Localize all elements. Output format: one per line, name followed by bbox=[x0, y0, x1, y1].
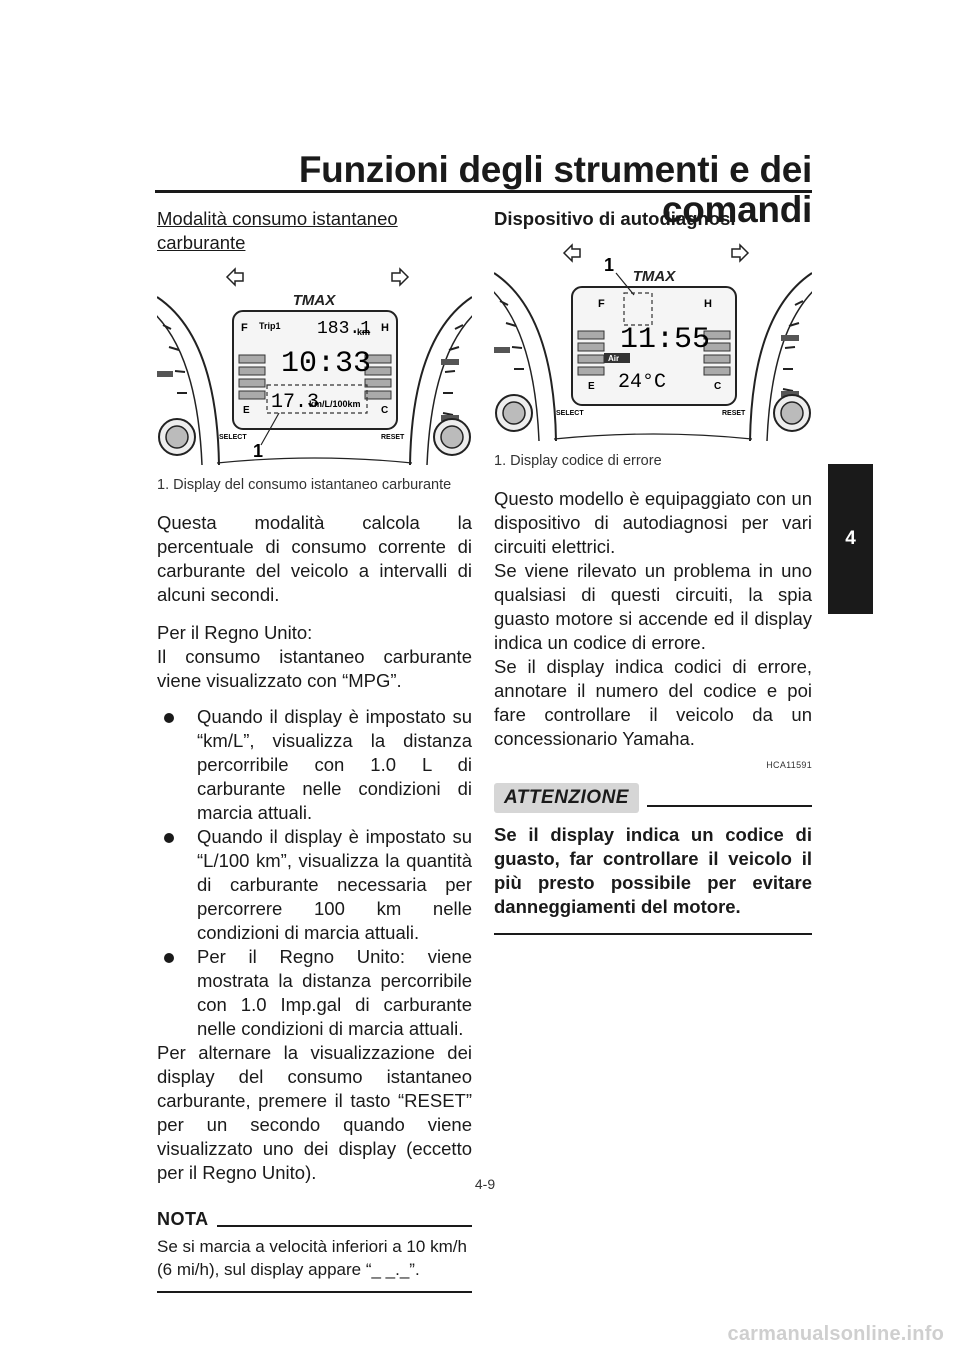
svg-text:183.1: 183.1 bbox=[317, 319, 371, 339]
svg-text:TMAX: TMAX bbox=[633, 268, 676, 285]
bullet-icon bbox=[164, 953, 174, 963]
paragraph-uk: Il consumo istantaneo carburante viene v… bbox=[157, 646, 472, 691]
svg-text:17.3: 17.3 bbox=[271, 391, 319, 414]
paragraph-uk-label: Per il Regno Unito: bbox=[157, 622, 313, 643]
attention-header: ATTENZIONE bbox=[494, 783, 812, 813]
svg-text:H: H bbox=[704, 298, 712, 310]
figure-caption: 1. Display del consumo istantaneo carbur… bbox=[157, 477, 452, 493]
watermark: carmanualsonline.info bbox=[727, 1323, 944, 1345]
note-rule bbox=[216, 1225, 472, 1227]
right-column: Dispositivo di autodiagnosi bbox=[494, 207, 812, 935]
svg-text:F: F bbox=[598, 298, 605, 310]
svg-text:km: km bbox=[357, 327, 370, 337]
figure-error-code-display: TMAX F H E C 11:55 Air 24°C SELECT RESET… bbox=[494, 243, 812, 441]
svg-text:10:33: 10:33 bbox=[281, 347, 371, 381]
svg-text:1: 1 bbox=[253, 441, 263, 461]
page-number: 4-9 bbox=[474, 1176, 496, 1192]
svg-text:km/L/100km: km/L/100km bbox=[309, 399, 361, 409]
reference-code: HCA11591 bbox=[766, 760, 812, 770]
svg-text:SELECT: SELECT bbox=[556, 410, 584, 417]
list-item: Quando il display è impostato su “L/100 … bbox=[157, 825, 472, 945]
svg-text:Trip1: Trip1 bbox=[259, 321, 281, 331]
svg-text:SELECT: SELECT bbox=[219, 434, 247, 441]
attention-text: Se il display indica un codice di guasto… bbox=[494, 824, 812, 917]
paragraph: Questo modello è equipaggiato con un dis… bbox=[494, 488, 812, 557]
list-item: Per il Regno Unito: viene mostrata la di… bbox=[157, 945, 472, 1041]
bullet-icon bbox=[164, 713, 174, 723]
note-text: Se si marcia a velocità inferiori a 10 k… bbox=[157, 1237, 467, 1279]
left-column: Modalità consumo istantaneo carburante bbox=[157, 207, 472, 1293]
page-title: Funzioni degli strumenti e dei comandi bbox=[298, 149, 812, 230]
paragraph: Questa modalità calcola la percentuale d… bbox=[157, 512, 472, 605]
paragraph: Per alternare la visualizzazione dei dis… bbox=[157, 1042, 472, 1183]
svg-text:11:55: 11:55 bbox=[620, 323, 710, 357]
note-header: NOTA bbox=[157, 1207, 472, 1231]
bullet-icon bbox=[164, 833, 174, 843]
attention-badge: ATTENZIONE bbox=[494, 783, 639, 813]
figure-caption: 1. Display codice di errore bbox=[494, 453, 662, 469]
bullet-list: Quando il display è impostato su “km/L”,… bbox=[157, 705, 472, 1041]
note-end-rule bbox=[157, 1291, 472, 1293]
svg-text:24°C: 24°C bbox=[618, 371, 666, 394]
svg-text:Air: Air bbox=[608, 354, 619, 363]
section-subtitle: Dispositivo di autodiagnosi bbox=[494, 208, 736, 229]
title-rule bbox=[155, 190, 812, 193]
chapter-tab: 4 bbox=[828, 464, 873, 614]
figure-consumption-display: TMAX F H E C Trip1 183.1 km 10:33 17.3 k… bbox=[157, 267, 472, 465]
svg-text:RESET: RESET bbox=[722, 410, 746, 417]
svg-text:F: F bbox=[241, 322, 248, 334]
note-label: NOTA bbox=[157, 1209, 209, 1229]
svg-text:TMAX: TMAX bbox=[293, 292, 336, 309]
paragraph: Se viene rilevato un problema in uno qua… bbox=[494, 560, 812, 653]
instrument-panel-illustration: TMAX F H E C 11:55 Air 24°C SELECT RESET… bbox=[494, 243, 812, 441]
svg-text:E: E bbox=[588, 381, 595, 392]
attention-rule bbox=[646, 805, 812, 807]
svg-text:RESET: RESET bbox=[381, 434, 405, 441]
svg-text:C: C bbox=[714, 381, 721, 392]
svg-text:H: H bbox=[381, 322, 389, 334]
svg-text:1: 1 bbox=[604, 255, 614, 275]
svg-text:E: E bbox=[243, 405, 250, 416]
paragraph: Se il display indica codici di errore, a… bbox=[494, 656, 812, 749]
instrument-panel-illustration: TMAX F H E C Trip1 183.1 km 10:33 17.3 k… bbox=[157, 267, 472, 465]
list-item: Quando il display è impostato su “km/L”,… bbox=[157, 705, 472, 825]
svg-text:C: C bbox=[381, 405, 388, 416]
attention-end-rule bbox=[494, 933, 812, 935]
section-subtitle: Modalità consumo istantaneo carburante bbox=[157, 208, 398, 253]
